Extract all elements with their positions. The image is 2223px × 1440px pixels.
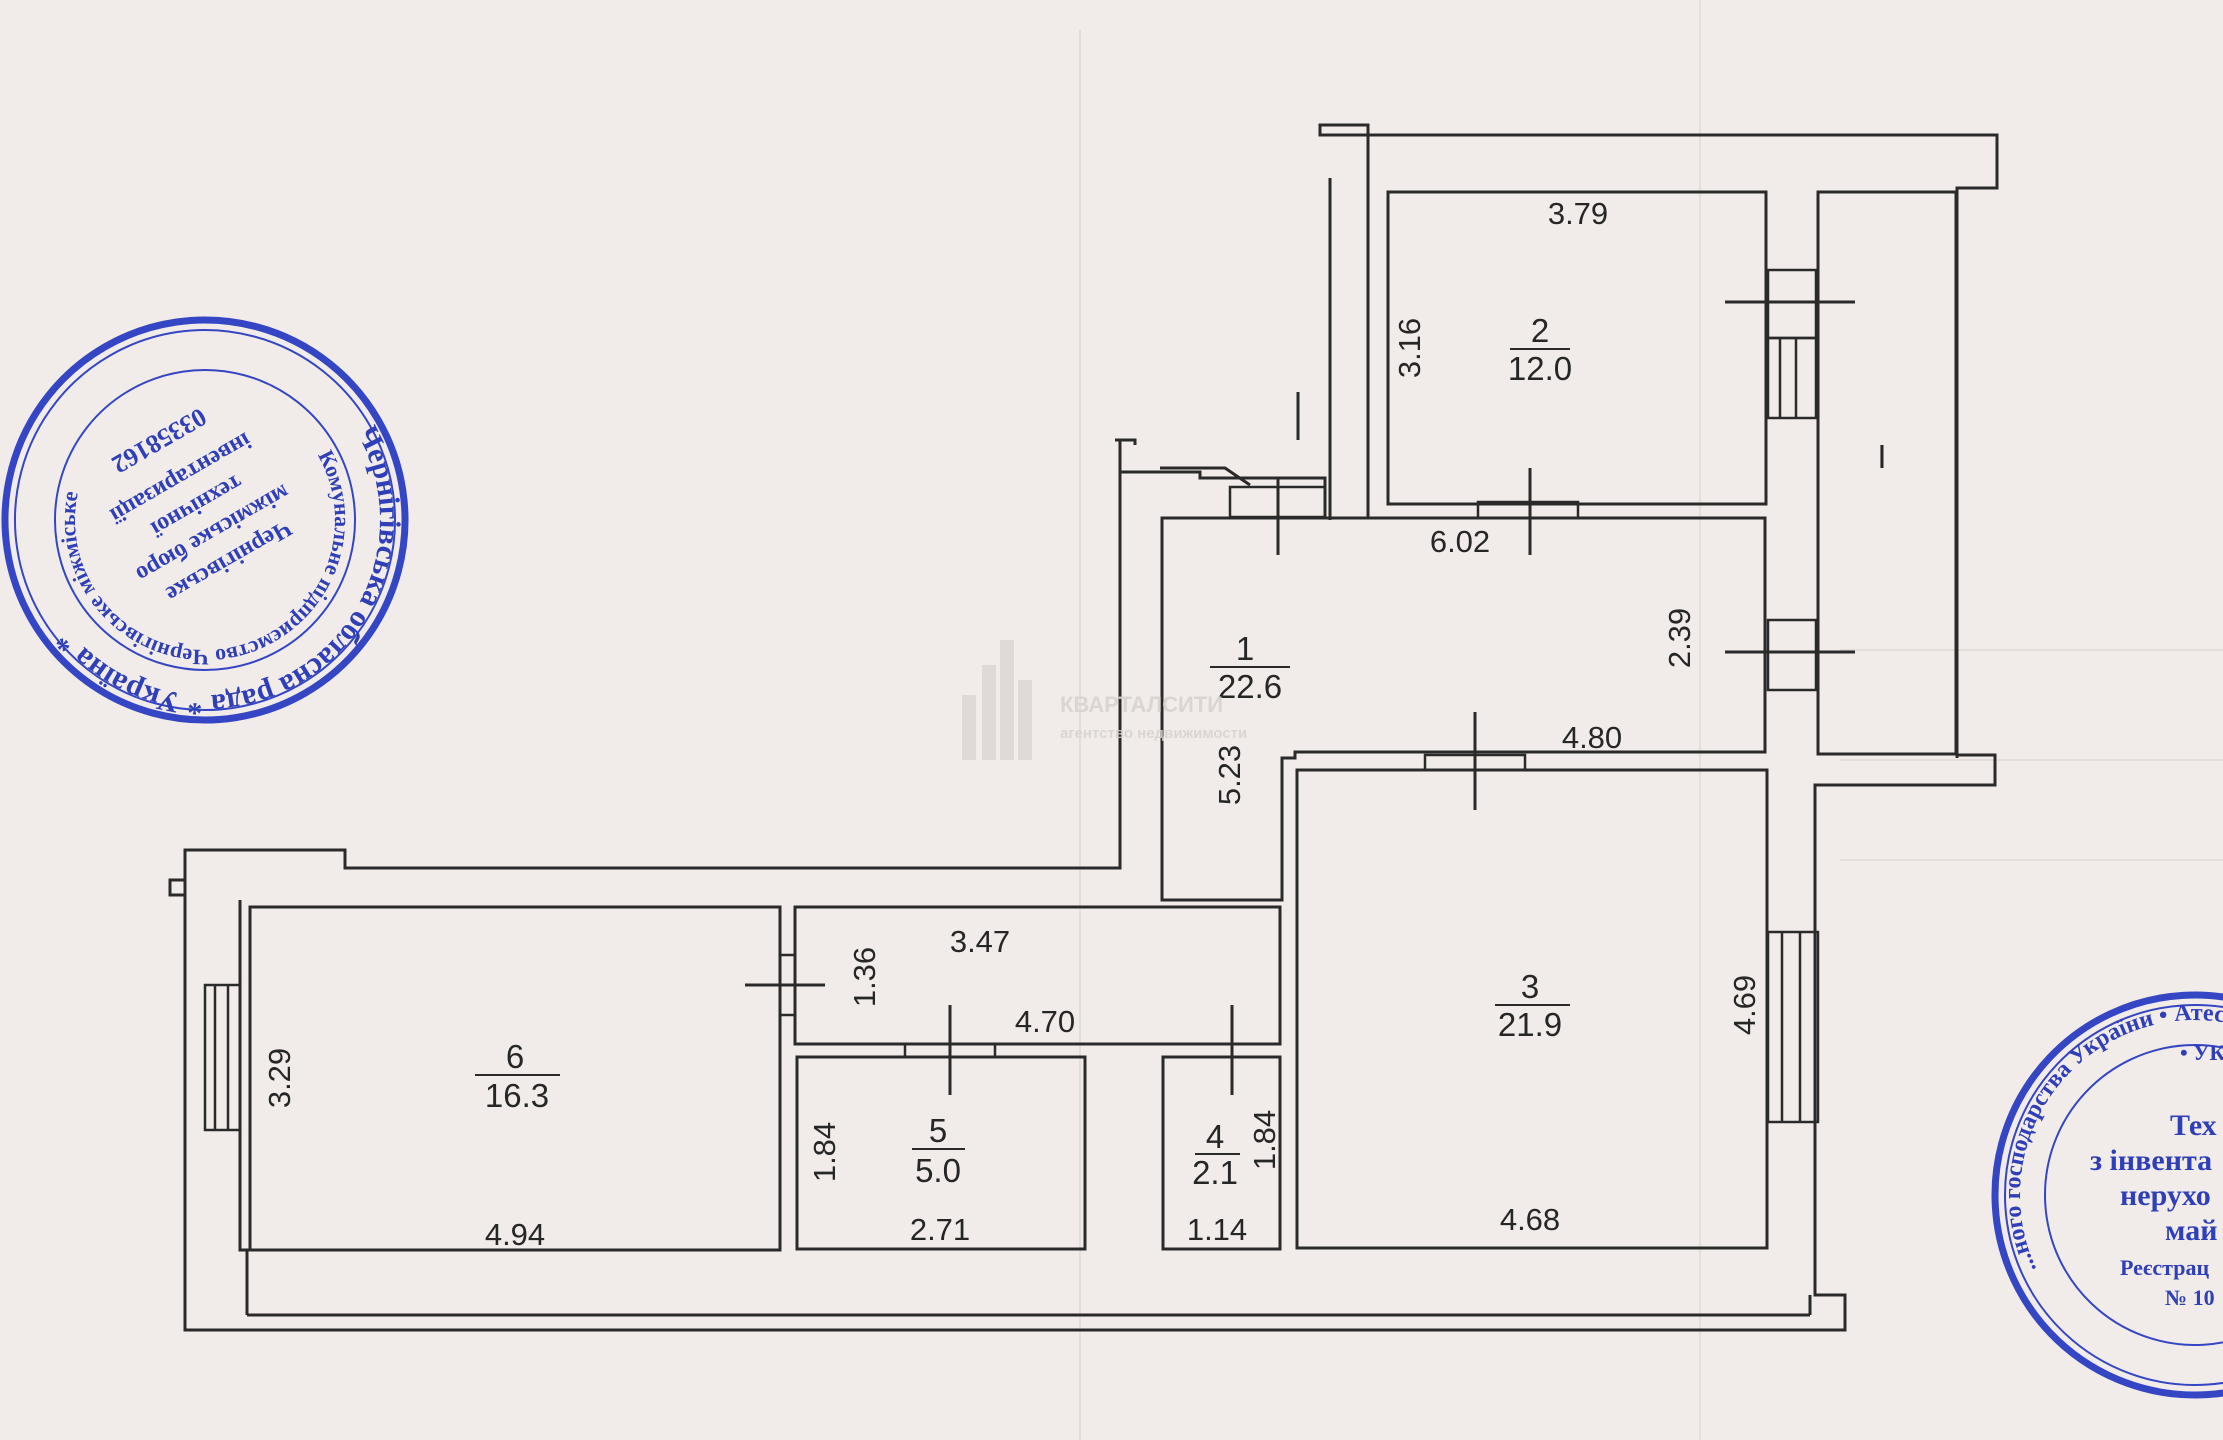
room-4-label: 4 2.1 <box>1192 1118 1240 1191</box>
room-3-number: 3 <box>1521 968 1539 1005</box>
dim-hall-bottom: 4.70 <box>1015 1004 1075 1039</box>
right-stamp-outer-ring <box>1991 991 2223 1399</box>
dim-hall-height: 1.36 <box>847 947 882 1007</box>
outer-wall-left-jog <box>168 878 185 897</box>
room-labels: 2 12.0 1 22.6 3 21.9 6 16.3 5 5.0 4 2.1 <box>475 312 1887 1191</box>
left-stamp: Чернігівська обласна рада * Україна * Ко… <box>1 316 480 794</box>
background-ruling <box>1079 0 2223 1440</box>
svg-text:Чернігівська обласна рада * Ук: Чернігівська обласна рада * Україна * <box>33 419 480 794</box>
room-6-label: 6 16.3 <box>475 1038 560 1114</box>
dim-room3-bottom: 4.68 <box>1500 1202 1560 1237</box>
dim-corridor-right: 2.39 <box>1662 608 1697 668</box>
right-stamp-badge: • УКР <box>2180 1040 2223 1065</box>
room-4-outline <box>1161 1055 1282 1251</box>
balcony-outline <box>1816 190 1958 756</box>
left-stamp-outer-ring <box>1 316 409 724</box>
dim-room6-height: 3.29 <box>262 1048 297 1108</box>
dim-room4-bottom: 1.14 <box>1187 1212 1247 1247</box>
right-stamp-line-1: Тех <box>2170 1109 2217 1142</box>
room-5-number: 5 <box>929 1112 947 1149</box>
door-hall-room6 <box>778 953 797 1017</box>
window-room-3 <box>1766 930 1820 1124</box>
room-6-outline <box>248 905 782 1252</box>
room-1-label: 1 22.6 <box>1210 630 1290 705</box>
watermark-tagline: агентство недвижимости <box>1060 725 1247 742</box>
entry-stub <box>1115 438 1137 445</box>
watermark-brand: КВАРТАЛСИТИ <box>1060 692 1223 717</box>
right-stamp-line-6: № 10 <box>2165 1285 2215 1310</box>
window-room-2 <box>1766 336 1818 420</box>
left-stamp-ring-3 <box>54 369 356 671</box>
room-6-area: 16.3 <box>485 1077 549 1114</box>
dim-corridor-top: 6.02 <box>1430 524 1490 559</box>
left-stamp-ring-2 <box>14 329 396 711</box>
right-stamp-ring-3 <box>2044 1044 2223 1346</box>
dim-corridor-left: 5.23 <box>1212 745 1247 805</box>
balcony-label: I <box>1877 438 1886 475</box>
dimension-labels: 3.79 3.16 6.02 2.39 4.80 5.23 3.47 1.36 … <box>262 196 1762 1252</box>
right-stamp-line-5: Реєстрац <box>2120 1255 2209 1280</box>
room-1-number: 1 <box>1236 630 1254 667</box>
outer-wall-main <box>183 123 1999 1332</box>
left-stamp-outer-text: Чернігівська обласна рада * Україна * <box>33 419 480 794</box>
dim-room2-height: 3.16 <box>1392 318 1427 378</box>
left-stamp-center: Чернігівське міжміське бюро технічної ін… <box>105 402 295 607</box>
room-3-area: 21.9 <box>1498 1006 1562 1043</box>
room-1-outline <box>1160 516 1767 902</box>
right-stamp-line-2: з інвента <box>2090 1144 2212 1177</box>
watermark-logo-icon <box>962 640 1032 760</box>
dim-corridor-mid: 4.80 <box>1562 720 1622 755</box>
dim-room4-height: 1.84 <box>1247 1110 1282 1170</box>
right-stamp-line-3: нерухо <box>2120 1179 2211 1212</box>
watermark: КВАРТАЛСИТИ агентство недвижимости <box>962 640 1247 760</box>
right-stamp-line-4: май <box>2165 1214 2218 1247</box>
room-2-number: 2 <box>1531 312 1549 349</box>
room-5-area: 5.0 <box>915 1152 961 1189</box>
right-stamp-ring-2 <box>2004 1004 2223 1386</box>
door-room2-corridor <box>1476 500 1580 520</box>
rooms <box>248 190 1958 1252</box>
room-2-outline <box>1386 190 1768 506</box>
dim-room2-width: 3.79 <box>1548 196 1608 231</box>
door-corridor-balcony <box>1766 618 1818 692</box>
right-stamp-center: • УКР Тех з інвента нерухо май Реєстрац … <box>2090 1040 2223 1310</box>
windows <box>203 268 1820 1132</box>
door-ticks <box>745 300 1855 1095</box>
room-6-number: 6 <box>506 1038 524 1075</box>
dim-room6-bottom: 4.94 <box>485 1217 545 1252</box>
window-room-6 <box>203 983 242 1132</box>
room-2-area: 12.0 <box>1508 350 1572 387</box>
door-entry <box>1228 485 1327 519</box>
dim-room5-bottom: 2.71 <box>910 1212 970 1247</box>
dim-hall-top: 3.47 <box>950 924 1010 959</box>
room-1-area: 22.6 <box>1218 668 1282 705</box>
room-4-number: 4 <box>1206 1118 1224 1155</box>
room-5-label: 5 5.0 <box>912 1112 965 1189</box>
room-2-label: 2 12.0 <box>1508 312 1572 387</box>
dim-room3-height: 4.69 <box>1727 975 1762 1035</box>
entry-door-swing <box>1160 466 1251 487</box>
dim-room5-height: 1.84 <box>807 1122 842 1182</box>
room-4-area: 2.1 <box>1192 1154 1238 1191</box>
door-room-2-balcony <box>1766 268 1818 340</box>
room-3-label: 3 21.9 <box>1495 968 1570 1043</box>
